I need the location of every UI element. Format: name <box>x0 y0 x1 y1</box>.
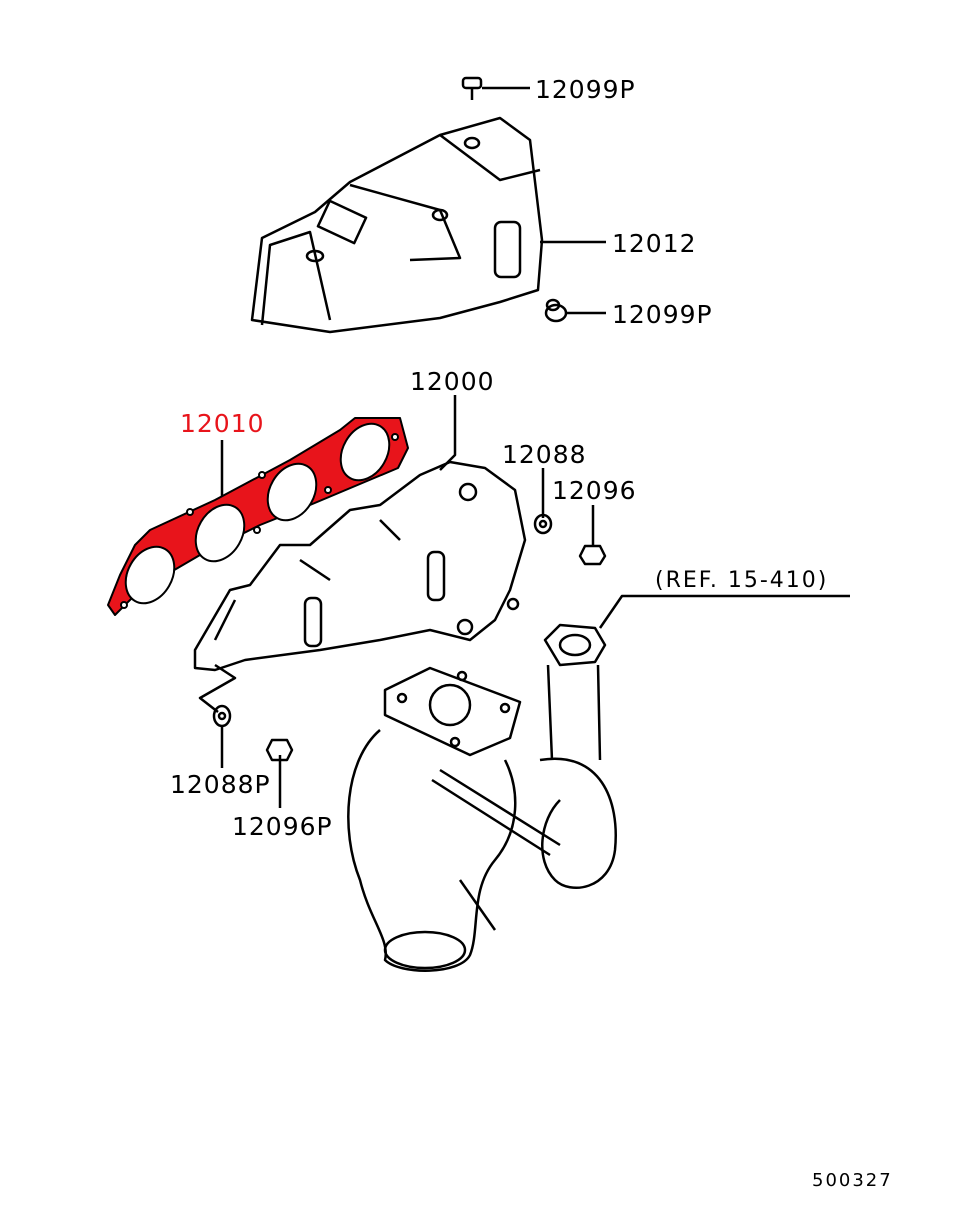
callout-12099p-lower[interactable]: 12099P <box>612 300 713 329</box>
callout-12099p-top[interactable]: 12099P <box>535 75 636 104</box>
callout-12088[interactable]: 12088 <box>502 440 587 469</box>
diagram-code: 500327 <box>812 1170 893 1191</box>
callout-ref-15-410[interactable]: (REF. 15-410) <box>655 568 829 593</box>
nut-12088 <box>533 513 553 535</box>
turbocharger <box>347 623 617 972</box>
bolt-12099p-lower <box>544 298 568 323</box>
callout-12012[interactable]: 12012 <box>612 229 697 258</box>
callout-12088p[interactable]: 12088P <box>170 770 271 799</box>
heat-shield-12012 <box>250 116 544 334</box>
bolt-12099p-top <box>461 76 483 100</box>
nut-12096 <box>578 544 607 566</box>
callout-12096[interactable]: 12096 <box>552 476 637 505</box>
callout-12000[interactable]: 12000 <box>410 367 495 396</box>
gasket-12010 <box>107 417 409 616</box>
callout-12096p[interactable]: 12096P <box>232 812 333 841</box>
callout-12010[interactable]: 12010 <box>180 409 265 438</box>
nut-12088p <box>212 704 232 728</box>
nut-12096p <box>265 738 294 762</box>
exhaust-manifold-12000 <box>193 460 527 672</box>
